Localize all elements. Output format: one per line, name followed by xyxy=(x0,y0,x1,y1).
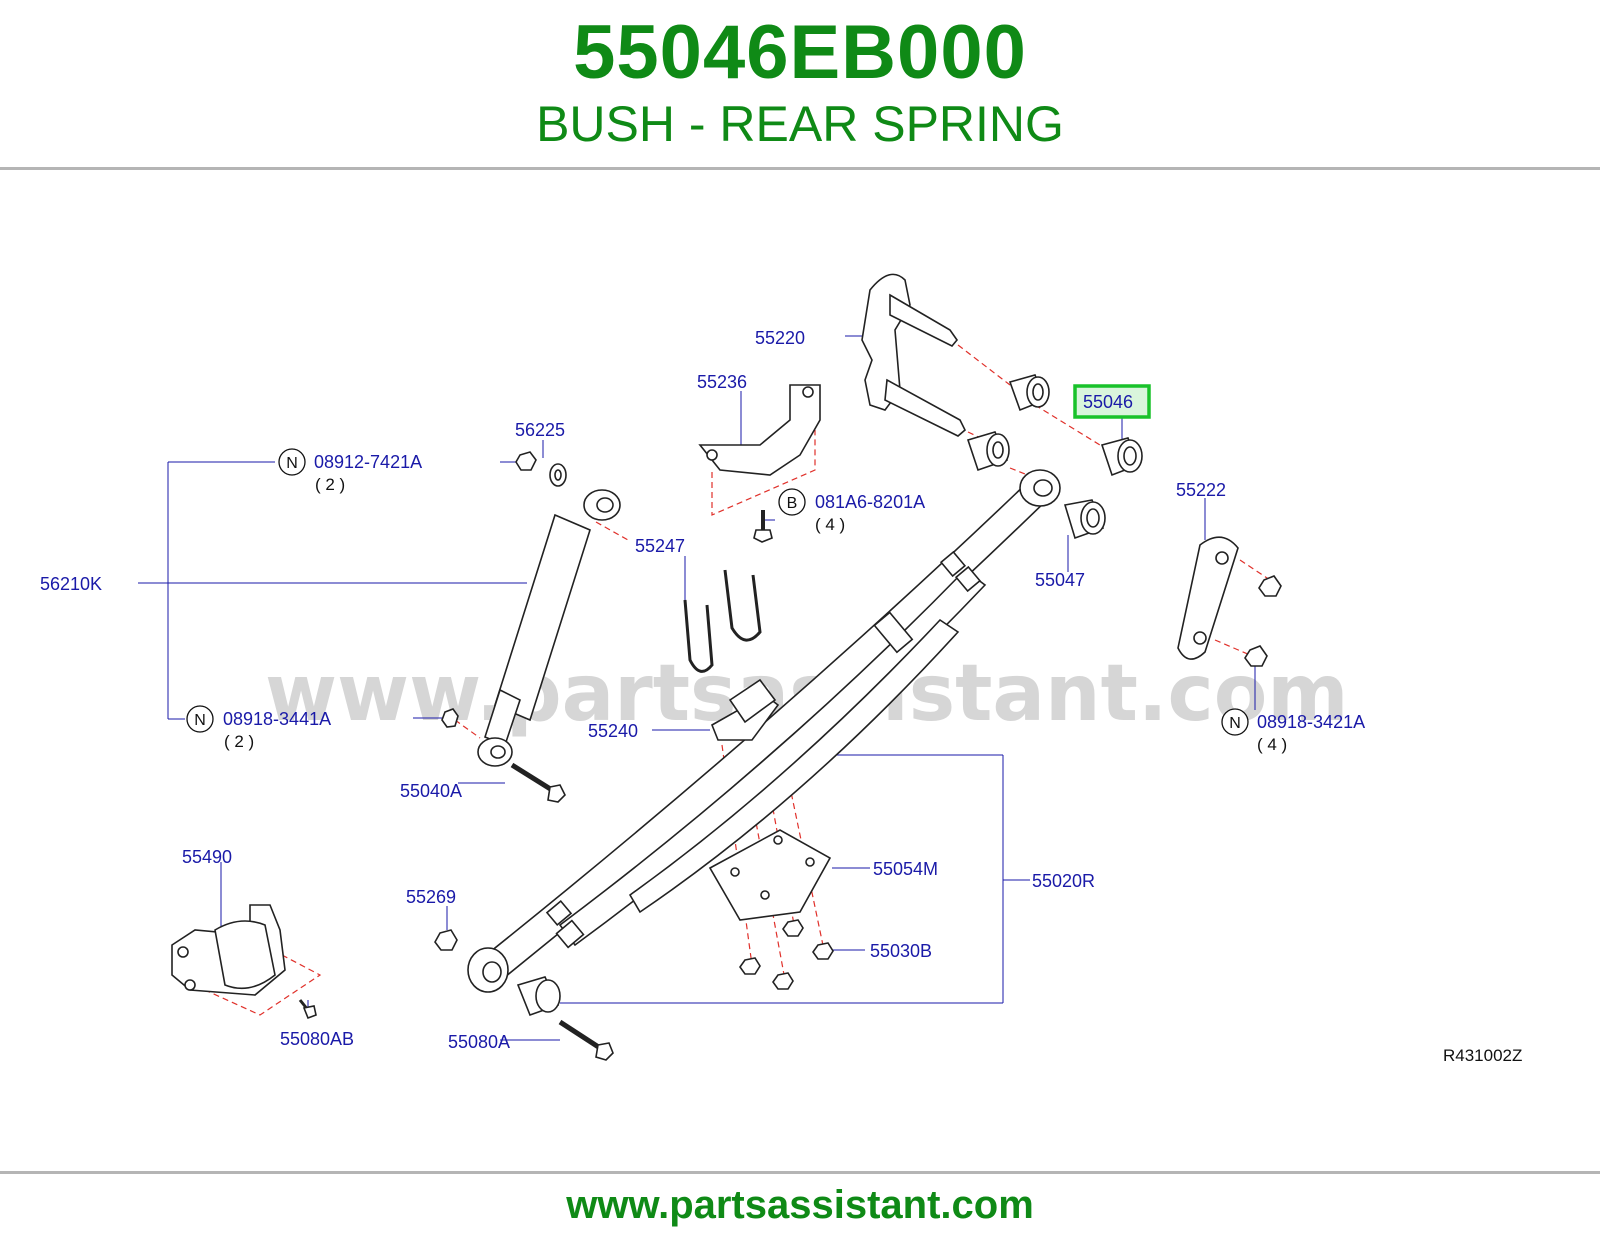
circle-marker-b: B xyxy=(778,488,806,516)
callout-56225: 56225 xyxy=(515,420,565,440)
leaf-spring-55020r xyxy=(478,469,1061,987)
qty-08912-7421a: ( 2 ) xyxy=(315,475,345,494)
highlight-box-55046 xyxy=(1073,384,1151,419)
circle-marker-n-3: N xyxy=(1221,708,1249,736)
bottom-divider xyxy=(0,1171,1600,1174)
spring-hanger-bracket-55220 xyxy=(861,273,966,437)
bush-pair-lower xyxy=(966,431,1106,540)
svg-text:N: N xyxy=(286,455,298,472)
qty-08918-3441a: ( 2 ) xyxy=(224,732,254,751)
diagram-reference-code: R431002Z xyxy=(1443,1046,1522,1065)
spring-plate-55054m xyxy=(708,829,832,921)
part-name-subtitle: BUSH - REAR SPRING xyxy=(536,96,1064,152)
nut-55269 xyxy=(434,929,458,951)
bolt-55040a xyxy=(441,708,566,803)
callout-55054m: 55054M xyxy=(873,859,938,879)
bush-pair-upper xyxy=(1008,374,1143,477)
callout-55080ab: 55080AB xyxy=(280,1029,354,1049)
shackle-55222 xyxy=(1177,536,1282,667)
bolt-081a6 xyxy=(753,510,773,543)
callout-labels: 55220 55236 55046 56225 08912-7421A ( 2 … xyxy=(40,328,1522,1065)
circle-marker-n-2: N xyxy=(186,705,214,733)
callout-081a6-8201a: 081A6-8201A xyxy=(815,492,925,512)
callout-08918-3421a: 08918-3421A xyxy=(1257,712,1365,732)
callout-55220: 55220 xyxy=(755,328,805,348)
callout-55236: 55236 xyxy=(697,372,747,392)
u-bolts-55247 xyxy=(683,569,762,673)
bump-stopper-55490 xyxy=(171,904,317,1020)
nut-56225 xyxy=(515,451,567,487)
callout-55247: 55247 xyxy=(635,536,685,556)
callout-55222: 55222 xyxy=(1176,480,1226,500)
callout-55240: 55240 xyxy=(588,721,638,741)
callout-56210k: 56210K xyxy=(40,574,102,594)
callout-08912-7421a: 08912-7421A xyxy=(314,452,422,472)
svg-text:B: B xyxy=(787,495,798,512)
nuts-55030b xyxy=(739,919,834,990)
qty-08918-3421a: ( 4 ) xyxy=(1257,735,1287,754)
rear-eye-55080a xyxy=(467,947,614,1061)
parts-diagram: www.partsassistant.com xyxy=(40,273,1522,1065)
circle-marker-n-1: N xyxy=(278,448,306,476)
callout-55047: 55047 xyxy=(1035,570,1085,590)
callout-55046: 55046 xyxy=(1083,392,1133,412)
svg-text:N: N xyxy=(194,712,206,729)
svg-text:N: N xyxy=(1229,715,1241,732)
callout-08918-3441a: 08918-3441A xyxy=(223,709,331,729)
callout-55269: 55269 xyxy=(406,887,456,907)
top-divider xyxy=(0,167,1600,170)
header: 55046EB000 BUSH - REAR SPRING xyxy=(0,0,1600,168)
qty-081a6-8201a: ( 4 ) xyxy=(815,515,845,534)
callout-55030b: 55030B xyxy=(870,941,932,961)
part-number-title: 55046EB000 xyxy=(573,10,1027,95)
callout-55080a: 55080A xyxy=(448,1032,510,1052)
footer-url-link[interactable]: www.partsassistant.com xyxy=(566,1183,1034,1227)
callout-55020r: 55020R xyxy=(1032,871,1095,891)
callout-55490: 55490 xyxy=(182,847,232,867)
spring-seat-55240 xyxy=(710,678,780,741)
bracket-55236 xyxy=(698,384,821,476)
shock-absorber-56210k xyxy=(477,489,621,767)
callout-55040a: 55040A xyxy=(400,781,462,801)
